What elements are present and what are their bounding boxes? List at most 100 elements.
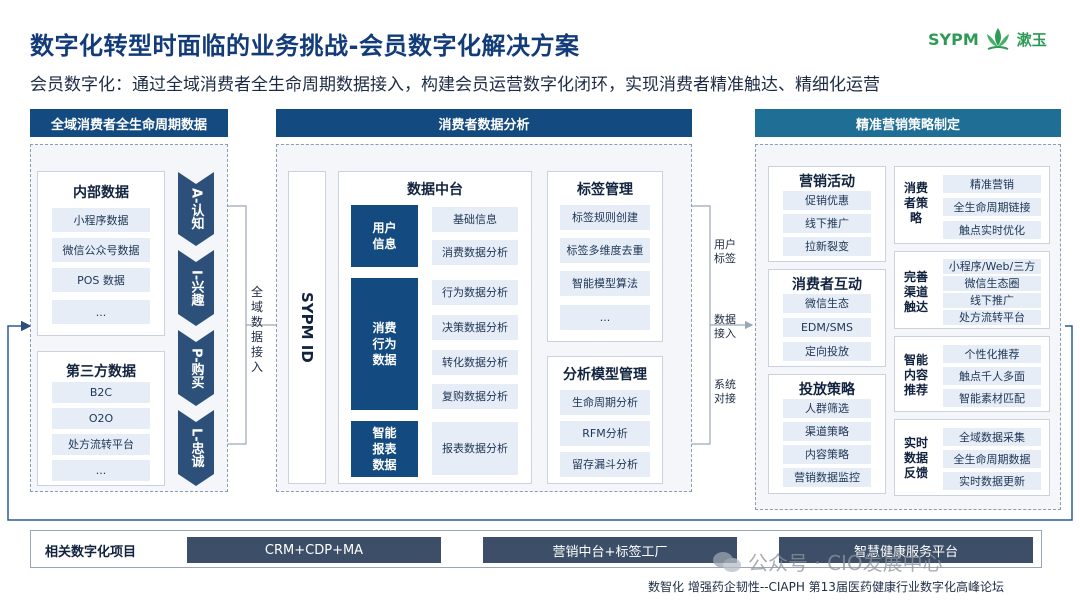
label-system-integration: 系统对接 xyxy=(714,378,736,405)
right-item: 线下推广 xyxy=(943,293,1041,308)
left-section-header: 全域消费者全生命周期数据 xyxy=(30,109,228,137)
internal-item: ... xyxy=(52,300,150,324)
realtime-feedback-panel: 实时数据反馈 全域数据采集 全生命周期数据 实时数据更新 xyxy=(894,419,1050,496)
right-item: 内容策略 xyxy=(783,445,871,464)
third-party-item: B2C xyxy=(52,382,150,403)
model-item: RFM分析 xyxy=(560,421,650,446)
label-user-tag: 用户标签 xyxy=(714,238,736,265)
right-item: 渠道策略 xyxy=(783,422,871,441)
right-item: 线下推广 xyxy=(783,214,871,233)
third-party-item: ... xyxy=(52,460,150,481)
placement-strategy-title: 投放策略 xyxy=(799,382,855,398)
data-center-item: 转化数据分析 xyxy=(432,350,518,375)
page-title: 数字化转型时面临的业务挑战-会员数字化解决方案 xyxy=(30,32,580,60)
sypm-id-panel: SYPM ID xyxy=(288,171,326,484)
data-center-panel: 数据中台 用户信息 基础信息 消费数据分析 消费行为数据 行为数据分析 决策数据… xyxy=(338,171,532,484)
internal-data-title: 内部数据 xyxy=(73,185,129,201)
right-item: 实时数据更新 xyxy=(943,472,1041,490)
footer-text: 数智化 增强药企韧性--CIAPH 第13届医药健康行业数字化高峰论坛 xyxy=(648,580,1004,594)
right-item: 促销优惠 xyxy=(783,191,871,210)
chevron-awareness: A-认知 xyxy=(178,172,214,246)
right-item: 人群筛选 xyxy=(783,399,871,418)
tag-item: 标签多维度去重 xyxy=(560,238,650,263)
internal-item: POS 数据 xyxy=(52,268,150,292)
right-item: 微信生态 xyxy=(783,294,871,313)
right-item: 触点实时优化 xyxy=(943,221,1041,239)
right-item: 拉新裂变 xyxy=(783,237,871,256)
related-projects-label: 相关数字化项目 xyxy=(45,545,137,560)
consumer-strategy-panel: 消费者策略 精准营销 全生命周期链接 触点实时优化 xyxy=(894,166,1050,244)
model-management-title: 分析模型管理 xyxy=(563,367,647,383)
right-item: 全域数据采集 xyxy=(943,428,1041,446)
right-item: 微信生态圈 xyxy=(943,276,1041,291)
right-item: 全生命周期数据 xyxy=(943,450,1041,468)
chevron-purchase: P-购买 xyxy=(178,330,214,406)
internal-data-panel: 内部数据 小程序数据 微信公众号数据 POS 数据 ... xyxy=(37,171,165,336)
internal-item: 微信公众号数据 xyxy=(52,238,150,262)
consumer-interaction-panel: 消费者互动 微信生态 EDM/SMS 定向投放 xyxy=(768,269,886,367)
sypm-id-label: SYPM ID xyxy=(298,292,316,363)
right-item: 精准营销 xyxy=(943,175,1041,193)
tag-item: 智能模型算法 xyxy=(560,271,650,296)
page-subtitle: 会员数字化：通过全域消费者全生命周期数据接入，构建会员运营数字化闭环，实现消费者… xyxy=(30,75,880,95)
project-health-platform: 智慧健康服务平台 xyxy=(779,537,1033,563)
data-center-item: 复购数据分析 xyxy=(432,384,518,409)
internal-item: 小程序数据 xyxy=(52,208,150,232)
data-center-item: 行为数据分析 xyxy=(432,280,518,305)
realtime-feedback-label: 实时数据反馈 xyxy=(903,436,928,480)
chevron-loyalty: L-忠诚 xyxy=(178,410,214,486)
right-item: 定向投放 xyxy=(783,342,871,361)
group-smart-report: 智能报表数据 xyxy=(351,421,418,477)
right-section-header: 精准营销策略制定 xyxy=(755,109,1061,137)
right-item: 全生命周期链接 xyxy=(943,198,1041,216)
right-item: EDM/SMS xyxy=(783,318,871,337)
group-user-info: 用户信息 xyxy=(351,205,418,267)
tag-item: 标签规则创建 xyxy=(560,205,650,230)
model-management-panel: 分析模型管理 生命周期分析 RFM分析 留存漏斗分析 xyxy=(547,356,663,484)
channel-reach-panel: 完善渠道触达 小程序/Web/三方 微信生态圈 线下推广 处方流转平台 xyxy=(894,251,1050,329)
right-item: 营销数据监控 xyxy=(783,468,871,487)
tag-management-panel: 标签管理 标签规则创建 标签多维度去重 智能模型算法 ... xyxy=(547,171,663,342)
model-item: 留存漏斗分析 xyxy=(560,452,650,477)
smart-content-label: 智能内容推荐 xyxy=(903,353,928,397)
label-data-access: 数据接入 xyxy=(714,313,736,340)
wechat-icon xyxy=(713,551,741,572)
watermark: 公众号 · CIO发展中心 xyxy=(712,547,943,576)
consumer-strategy-label: 消费者策略 xyxy=(903,181,928,225)
right-item: 智能素材匹配 xyxy=(943,389,1041,407)
data-center-title: 数据中台 xyxy=(407,182,463,198)
data-center-item: 消费数据分析 xyxy=(432,240,518,265)
channel-reach-label: 完善渠道触达 xyxy=(903,270,928,314)
third-party-data-title: 第三方数据 xyxy=(66,364,136,380)
group-consumer-behavior: 消费行为数据 xyxy=(351,278,418,410)
data-center-item: 决策数据分析 xyxy=(432,315,518,340)
brand-logo: SYPM 漱玉 xyxy=(928,24,1053,54)
model-item: 生命周期分析 xyxy=(560,390,650,415)
logo-text-en: SYPM xyxy=(928,29,979,49)
watermark-text: 公众号 · CIO发展中心 xyxy=(748,551,943,575)
flow-label-all-domain: 全域数据接入 xyxy=(250,285,263,374)
right-item: 触点千人多面 xyxy=(943,367,1041,385)
project-crm-cdp-ma: CRM+CDP+MA xyxy=(187,537,441,563)
placement-strategy-panel: 投放策略 人群筛选 渠道策略 内容策略 营销数据监控 xyxy=(768,374,886,494)
project-marketing-center: 营销中台+标签工厂 xyxy=(483,537,737,563)
middle-section-header: 消费者数据分析 xyxy=(276,109,692,137)
right-item: 个性化推荐 xyxy=(943,345,1041,363)
chevron-interest: I-兴趣 xyxy=(178,250,214,326)
lotus-logo-icon xyxy=(986,28,1009,50)
logo-text-zh: 漱玉 xyxy=(1016,30,1047,49)
marketing-activity-panel: 营销活动 促销优惠 线下推广 拉新裂变 xyxy=(768,166,886,262)
smart-content-panel: 智能内容推荐 个性化推荐 触点千人多面 智能素材匹配 xyxy=(894,336,1050,412)
related-projects-bar: 相关数字化项目 CRM+CDP+MA 营销中台+标签工厂 智慧健康服务平台 xyxy=(30,530,1042,568)
marketing-activity-title: 营销活动 xyxy=(799,174,855,190)
data-center-item: 基础信息 xyxy=(432,207,518,232)
consumer-interaction-title: 消费者互动 xyxy=(792,277,862,293)
tag-management-title: 标签管理 xyxy=(577,182,633,198)
data-center-item: 报表数据分析 xyxy=(432,422,518,475)
third-party-item: 处方流转平台 xyxy=(52,434,150,455)
right-item: 处方流转平台 xyxy=(943,310,1041,325)
third-party-data-panel: 第三方数据 B2C O2O 处方流转平台 ... xyxy=(37,351,165,486)
right-item: 小程序/Web/三方 xyxy=(943,259,1041,274)
third-party-item: O2O xyxy=(52,408,150,429)
tag-item: ... xyxy=(560,305,650,330)
